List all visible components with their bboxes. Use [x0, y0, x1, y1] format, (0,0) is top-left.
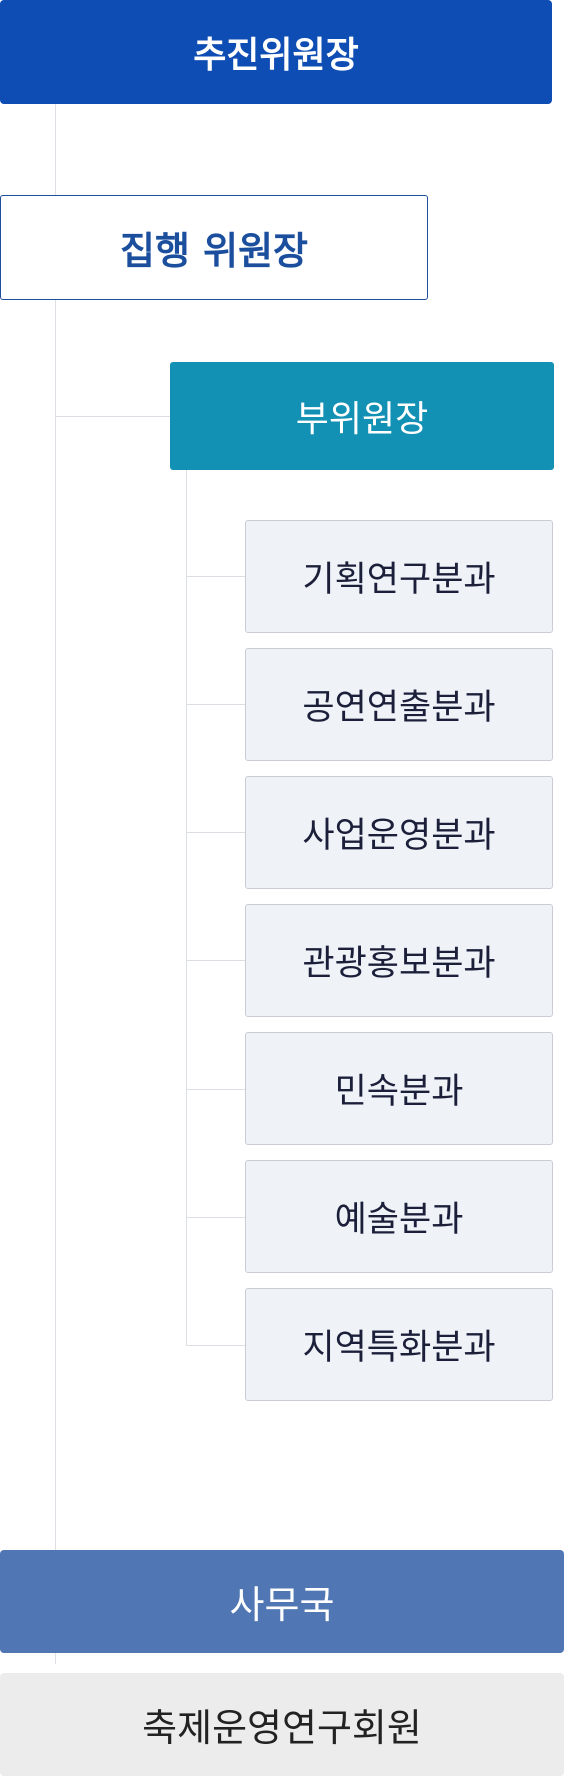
- subcommittee-branch-line: [186, 576, 245, 577]
- subcommittee-box: 기획연구분과: [245, 520, 553, 633]
- subcommittee-branch-line: [186, 704, 245, 705]
- subcommittee-branch-line: [186, 960, 245, 961]
- subcommittee-branch-line: [186, 1089, 245, 1090]
- subcommittee-box: 관광홍보분과: [245, 904, 553, 1017]
- chairman-box: 추진위원장: [0, 0, 552, 104]
- subcommittee-branch-line: [186, 1217, 245, 1218]
- vice-connector-line: [55, 416, 170, 417]
- executive-chairman-box: 집행 위원장: [0, 195, 428, 300]
- subcommittee-box: 공연연출분과: [245, 648, 553, 761]
- subcommittee-box: 민속분과: [245, 1032, 553, 1145]
- vice-chairman-box: 부위원장: [170, 362, 554, 470]
- secretariat-box: 사무국: [0, 1550, 564, 1653]
- subcommittee-box: 지역특화분과: [245, 1288, 553, 1401]
- subcommittee-box: 사업운영분과: [245, 776, 553, 889]
- subcommittee-branch-line: [186, 1345, 245, 1346]
- subcommittee-branch-line: [186, 832, 245, 833]
- main-connector-line: [55, 104, 56, 1664]
- subcommittee-trunk-line: [186, 470, 187, 1346]
- subcommittee-box: 예술분과: [245, 1160, 553, 1273]
- association-box: 축제운영연구회원: [0, 1673, 564, 1776]
